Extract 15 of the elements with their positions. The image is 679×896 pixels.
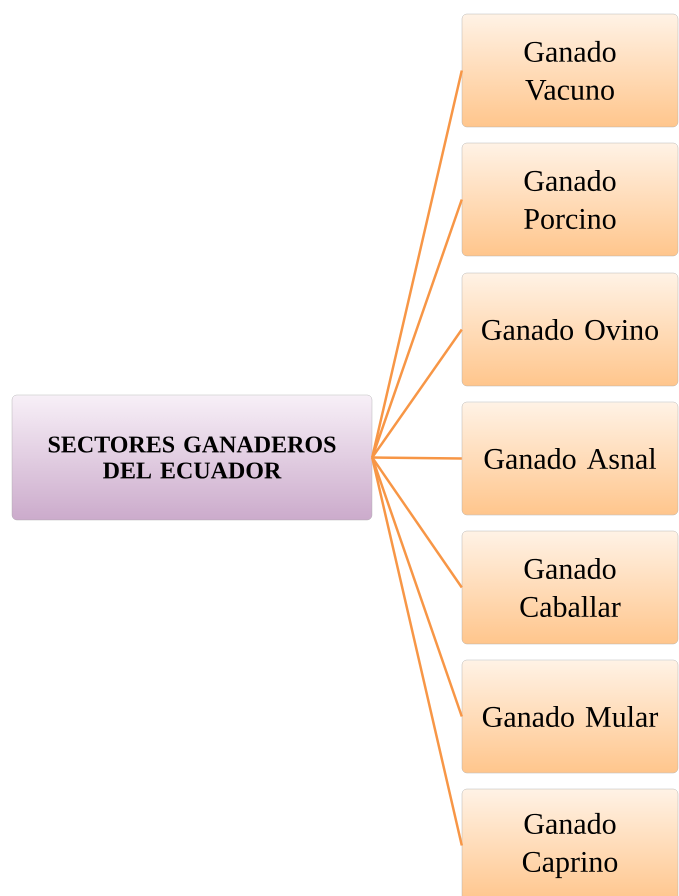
category-box: Ganado Vacuno <box>462 14 678 128</box>
category-box: Ganado Ovino <box>462 272 678 386</box>
connector-line <box>372 456 462 460</box>
category-box: Ganado Mular <box>462 660 678 774</box>
connector-line <box>371 457 463 717</box>
category-box: Ganado Porcino <box>462 142 678 256</box>
connector-line <box>371 456 463 588</box>
category-box: Ganado Asnal <box>462 402 678 516</box>
connector-line <box>370 70 464 458</box>
connector-line <box>371 328 463 458</box>
category-box: Ganado Caprino <box>462 788 678 896</box>
category-box: Ganado Caballar <box>462 530 678 644</box>
connector-line <box>370 457 464 846</box>
root-box: SECTORES GANADEROS DEL ECUADOR <box>12 394 372 520</box>
connector-line <box>371 199 463 458</box>
